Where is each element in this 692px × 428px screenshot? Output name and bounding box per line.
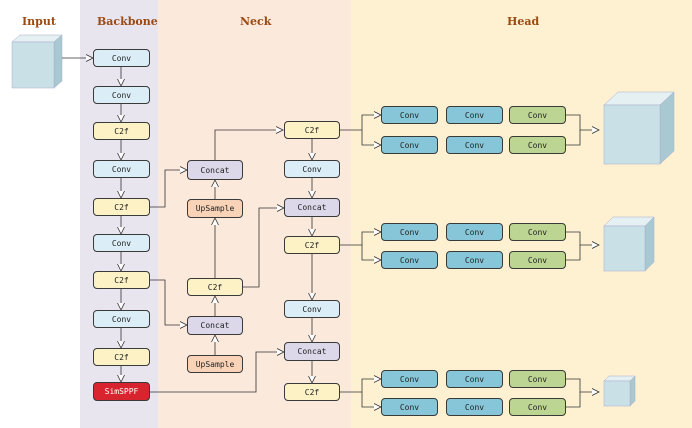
neck-conv-1: Conv <box>284 160 340 178</box>
backbone-conv-5: Conv <box>93 310 150 328</box>
input-title: Input <box>22 15 56 28</box>
head2-row-b-conv-1: Conv <box>381 251 438 269</box>
neck-upsample-upper: UpSample <box>187 199 243 218</box>
connectors <box>62 58 599 407</box>
neck-c2f-bottom: C2f <box>284 383 340 401</box>
neck-concat-upper: Concat <box>187 160 243 180</box>
backbone-c2f-2: C2f <box>93 198 150 216</box>
neck-concat-2: Concat <box>284 342 340 361</box>
head1-row-b-conv-3: Conv <box>509 136 566 154</box>
backbone-c2f-1: C2f <box>93 122 150 140</box>
head3-row-b-conv-1: Conv <box>381 398 438 416</box>
neck-c2f-middle: C2f <box>284 236 340 254</box>
head2-row-a-conv-2: Conv <box>446 223 503 241</box>
head1-row-a-conv-2: Conv <box>446 106 503 124</box>
backbone-c2f-3: C2f <box>93 271 150 289</box>
head2-row-a-conv-1: Conv <box>381 223 438 241</box>
input-cube <box>11 34 63 89</box>
neck-conv-2: Conv <box>284 300 340 318</box>
backbone-c2f-4: C2f <box>93 348 150 366</box>
backbone-simsppf: SimSPPF <box>93 382 150 401</box>
head1-row-b-conv-2: Conv <box>446 136 503 154</box>
head2-row-b-conv-3: Conv <box>509 251 566 269</box>
head2-row-a-conv-3: Conv <box>509 223 566 241</box>
backbone-conv-3: Conv <box>93 160 150 178</box>
head3-row-b-conv-2: Conv <box>446 398 503 416</box>
neck-title: Neck <box>240 15 272 28</box>
head3-row-a-conv-2: Conv <box>446 370 503 388</box>
output-cube-medium <box>603 216 655 272</box>
output-cube-large <box>603 91 675 165</box>
head3-row-b-conv-3: Conv <box>509 398 566 416</box>
neck-concat-mid: Concat <box>187 316 243 335</box>
backbone-conv-2: Conv <box>93 86 150 104</box>
head-panel <box>351 0 692 428</box>
output-cube-small <box>603 375 636 407</box>
head1-row-a-conv-3: Conv <box>509 106 566 124</box>
neck-c2f-top: C2f <box>284 121 340 139</box>
backbone-title: Backbone <box>97 15 158 28</box>
backbone-conv-4: Conv <box>93 234 150 252</box>
neck-upsample-lower: UpSample <box>187 355 243 373</box>
head1-row-b-conv-1: Conv <box>381 136 438 154</box>
backbone-conv-1: Conv <box>93 49 150 67</box>
head-title: Head <box>507 15 540 28</box>
head1-row-a-conv-1: Conv <box>381 106 438 124</box>
head2-row-b-conv-2: Conv <box>446 251 503 269</box>
head3-row-a-conv-1: Conv <box>381 370 438 388</box>
neck-concat-1: Concat <box>284 198 340 217</box>
neck-c2f-mid: C2f <box>187 278 243 296</box>
head3-row-a-conv-3: Conv <box>509 370 566 388</box>
